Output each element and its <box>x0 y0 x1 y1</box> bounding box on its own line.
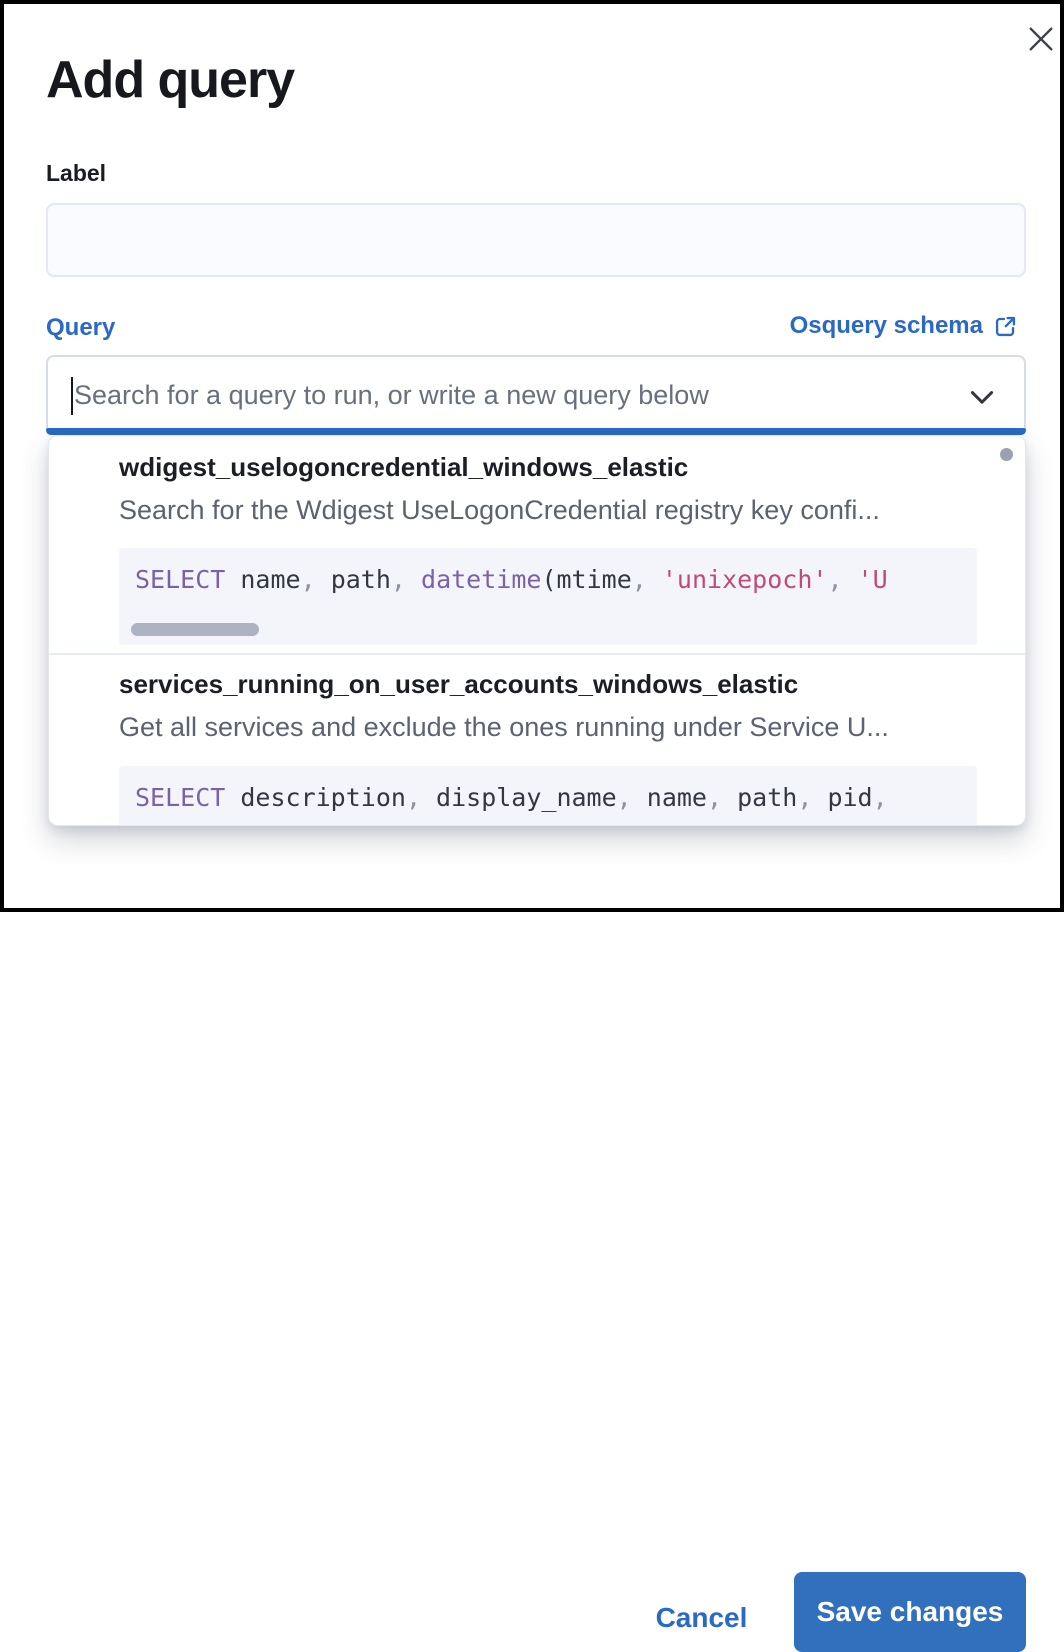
external-link-icon <box>995 316 1016 336</box>
code-line: SELECT description, display_name, name, … <box>135 783 888 812</box>
code-line: SELECT name, path, datetime(mtime, 'unix… <box>135 565 888 594</box>
query-option-description: Search for the Wdigest UseLogonCredentia… <box>119 495 880 525</box>
query-option-title: wdigest_uselogoncredential_windows_elast… <box>119 452 689 482</box>
query-code-preview: SELECT name, path, datetime(mtime, 'unix… <box>119 548 977 645</box>
vertical-scrollbar-thumb[interactable] <box>1000 448 1013 461</box>
combobox-placeholder: Search for a query to run, or write a ne… <box>74 379 709 410</box>
query-field-label: Query <box>46 314 116 341</box>
cancel-button[interactable]: Cancel <box>634 1590 769 1646</box>
osquery-schema-link[interactable]: Osquery schema <box>790 312 1018 340</box>
modal-title: Add query <box>46 51 295 109</box>
combobox-focus-bar <box>46 428 1026 435</box>
options-divider <box>49 653 1025 655</box>
label-input[interactable] <box>46 203 1026 277</box>
label-field-label: Label <box>46 160 107 186</box>
chevron-down-icon[interactable] <box>966 381 998 413</box>
close-button[interactable] <box>1018 16 1064 62</box>
query-option-description: Get all services and exclude the ones ru… <box>119 712 889 742</box>
horizontal-scrollbar-thumb[interactable] <box>131 623 259 636</box>
close-icon <box>1029 27 1053 51</box>
query-code-preview: SELECT description, display_name, name, … <box>119 766 977 825</box>
query-option-title: services_running_on_user_accounts_window… <box>119 669 799 699</box>
save-changes-button[interactable]: Save changes <box>794 1572 1026 1652</box>
text-cursor <box>71 377 73 415</box>
query-combobox-input[interactable]: Search for a query to run, or write a ne… <box>46 355 1026 435</box>
query-suggestions-dropdown: wdigest_uselogoncredential_windows_elast… <box>48 435 1026 826</box>
osquery-schema-link-label: Osquery schema <box>789 312 983 339</box>
